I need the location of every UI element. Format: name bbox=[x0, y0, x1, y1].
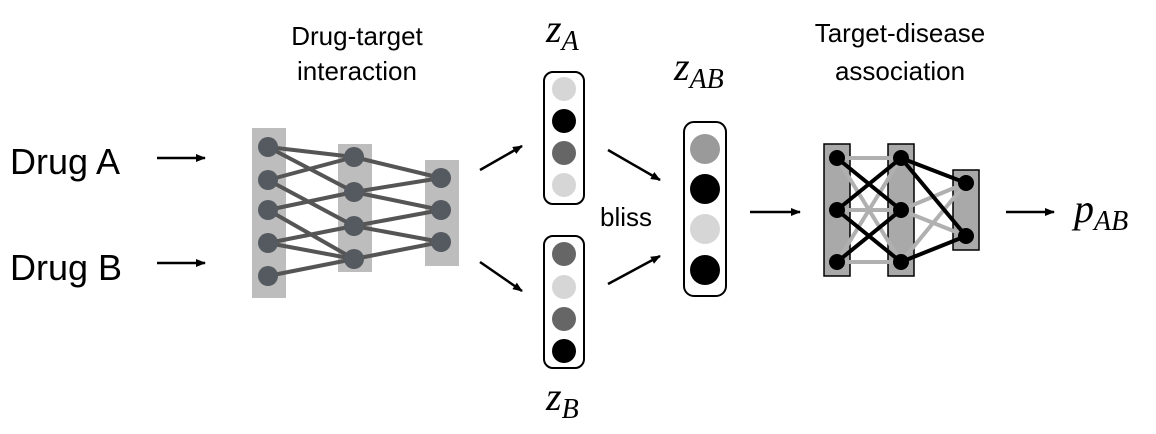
zab-cell bbox=[690, 214, 720, 244]
tda-edge-strong bbox=[899, 156, 968, 238]
dti-node bbox=[258, 137, 278, 157]
tda-node bbox=[893, 202, 909, 218]
dti-edge bbox=[353, 155, 442, 180]
dti-edge bbox=[353, 240, 442, 261]
bliss-label: bliss bbox=[600, 202, 652, 232]
zb-label: zB bbox=[545, 374, 579, 425]
dti-edge bbox=[267, 145, 355, 159]
dti-node bbox=[258, 200, 278, 220]
dti-node bbox=[344, 147, 364, 167]
tda-node bbox=[958, 175, 974, 191]
dti-node bbox=[258, 170, 278, 190]
tda-title-line2: association bbox=[835, 56, 965, 86]
dti-node bbox=[258, 233, 278, 253]
dti-title-line1: Drug-target bbox=[291, 21, 423, 51]
zb-cells bbox=[552, 242, 576, 363]
zb-cell bbox=[552, 307, 576, 331]
dti-edge bbox=[353, 224, 442, 244]
dti-node bbox=[258, 266, 278, 286]
drug-target-network bbox=[252, 128, 459, 298]
za-cells bbox=[552, 77, 576, 197]
tda-node bbox=[958, 228, 974, 244]
arrow-to-zb bbox=[479, 260, 523, 293]
dti-edge bbox=[353, 176, 442, 194]
dti-edge bbox=[267, 241, 355, 261]
zb-cell bbox=[552, 339, 576, 363]
zab-label: zAB bbox=[673, 44, 724, 95]
drug-b-label: Drug B bbox=[10, 247, 122, 288]
za-cell bbox=[552, 141, 576, 165]
tda-edge-strong bbox=[900, 156, 967, 185]
dti-edge bbox=[267, 257, 355, 278]
dti-node bbox=[431, 200, 451, 220]
tda-node bbox=[829, 254, 845, 270]
dti-node bbox=[344, 216, 364, 236]
zab-cell bbox=[690, 134, 720, 164]
zb-cell bbox=[552, 242, 576, 266]
tda-title-line1: Target-disease bbox=[815, 18, 986, 48]
dti-edge bbox=[353, 208, 442, 228]
tda-node bbox=[829, 202, 845, 218]
zab-cells bbox=[690, 134, 720, 285]
tda-node bbox=[893, 254, 909, 270]
tda-node bbox=[893, 150, 909, 166]
dti-edge bbox=[267, 190, 355, 212]
za-label: zA bbox=[545, 6, 580, 57]
target-disease-network bbox=[823, 143, 980, 277]
zab-vector bbox=[683, 121, 727, 297]
dti-node bbox=[431, 232, 451, 252]
dti-node bbox=[344, 249, 364, 269]
zb-cell bbox=[552, 275, 576, 299]
zab-cell bbox=[690, 174, 720, 204]
za-cell bbox=[552, 173, 576, 197]
zb-to-zab-arrow bbox=[607, 254, 661, 286]
tda-edge-strong bbox=[835, 156, 903, 212]
za-cell bbox=[552, 77, 576, 101]
dti-edge bbox=[353, 190, 442, 212]
tda-node bbox=[829, 150, 845, 166]
dti-edge bbox=[267, 224, 355, 245]
zab-cell bbox=[690, 255, 720, 285]
tda-edge-strong bbox=[900, 234, 967, 264]
drug-a-label: Drug A bbox=[10, 141, 120, 182]
dti-title-line2: interaction bbox=[297, 56, 417, 86]
za-cell bbox=[552, 109, 576, 133]
dti-node bbox=[344, 182, 364, 202]
output-label: pAB bbox=[1071, 186, 1128, 237]
dti-node bbox=[431, 168, 451, 188]
za-to-zab-arrow bbox=[607, 148, 661, 182]
arrow-to-za bbox=[479, 144, 523, 172]
tda-edge-weak bbox=[899, 181, 968, 264]
za-vector bbox=[543, 71, 585, 205]
dti-edge bbox=[267, 155, 355, 182]
zb-vector bbox=[543, 235, 585, 369]
tda-edge-strong bbox=[835, 208, 903, 264]
